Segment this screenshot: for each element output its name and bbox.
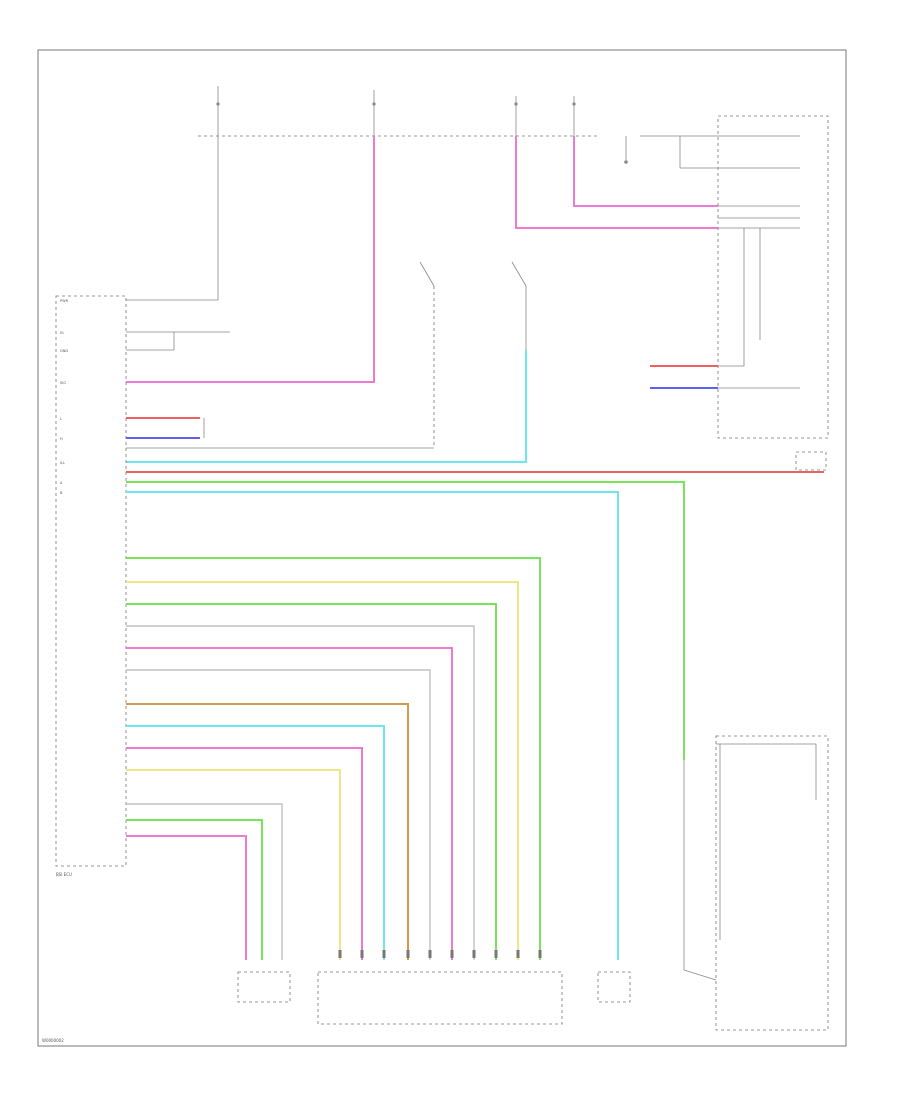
ecu-box: [55, 295, 127, 867]
switch-left: [126, 261, 435, 449]
svg-text:SIG: SIG: [60, 381, 66, 385]
svg-text:H: H: [60, 437, 63, 441]
right-unit-internals: [624, 135, 800, 389]
right-lower-internals: [683, 743, 817, 981]
wire-bundle-4: [126, 625, 475, 960]
svg-text:L: L: [60, 417, 62, 421]
wire-pink-feed-3: [573, 136, 718, 207]
diagram-frame: [37, 49, 847, 1047]
wire-cyan-switch: [126, 350, 527, 463]
right-unit-box: [717, 115, 829, 439]
main-connector: [317, 971, 563, 1025]
connector-pin-4: [406, 950, 410, 958]
connector-pin-9: [516, 950, 520, 958]
svg-text:IG: IG: [60, 331, 64, 335]
wire-sensor-1: [126, 803, 283, 960]
door-switch-box: [795, 451, 827, 471]
wire-bundle-5: [126, 647, 453, 960]
wire-sensor-3: [126, 835, 247, 960]
wire-bundle-8: [126, 725, 385, 960]
sensor-component: [237, 971, 291, 1003]
right-lower-box: [715, 735, 829, 1031]
fuse-3: [514, 96, 518, 136]
fuse-4: [572, 96, 576, 136]
connector-pin-1: [338, 950, 342, 958]
wire-pink-feed-2: [515, 136, 718, 229]
wire-green-right: [126, 481, 685, 760]
connector-pin-7: [472, 950, 476, 958]
relay-component: [597, 971, 631, 1003]
wire-bundle-6: [126, 669, 431, 960]
wire-bundle-1: [126, 557, 541, 960]
switch-right: [511, 261, 527, 350]
fuse-2: [372, 90, 376, 136]
svg-text:A: A: [60, 481, 63, 485]
wire-bundle-10: [126, 769, 341, 960]
connector-pin-3: [382, 950, 386, 958]
svg-text:GND: GND: [60, 349, 68, 353]
svg-text:ILL: ILL: [60, 461, 65, 465]
wire-bundle-3: [126, 603, 497, 960]
svg-text:PWR: PWR: [60, 299, 69, 303]
wire-bundle-7: [126, 703, 409, 960]
wire-bundle-9: [126, 747, 363, 960]
wire-bundle-2: [126, 581, 519, 960]
ecu-upper-pins: [126, 331, 230, 351]
connector-pin-2: [360, 950, 364, 958]
wire-sensor-2: [126, 819, 263, 960]
connector-pin-10: [538, 950, 542, 958]
fuse-1: [126, 86, 220, 301]
wire-pink-feed-1: [126, 136, 375, 383]
ecu-label: BSI ECU: [56, 872, 72, 877]
connector-pin-5: [428, 950, 432, 958]
wire-cyan-down: [126, 491, 619, 960]
connector-pin-ticks: [338, 950, 542, 958]
svg-text:B: B: [60, 491, 63, 495]
ecu-pin-labels: PWR IG GND SIG L H ILL A B: [60, 299, 69, 495]
diagram-code: W0000002: [42, 1038, 64, 1043]
connector-pin-6: [450, 950, 454, 958]
connector-pin-8: [494, 950, 498, 958]
